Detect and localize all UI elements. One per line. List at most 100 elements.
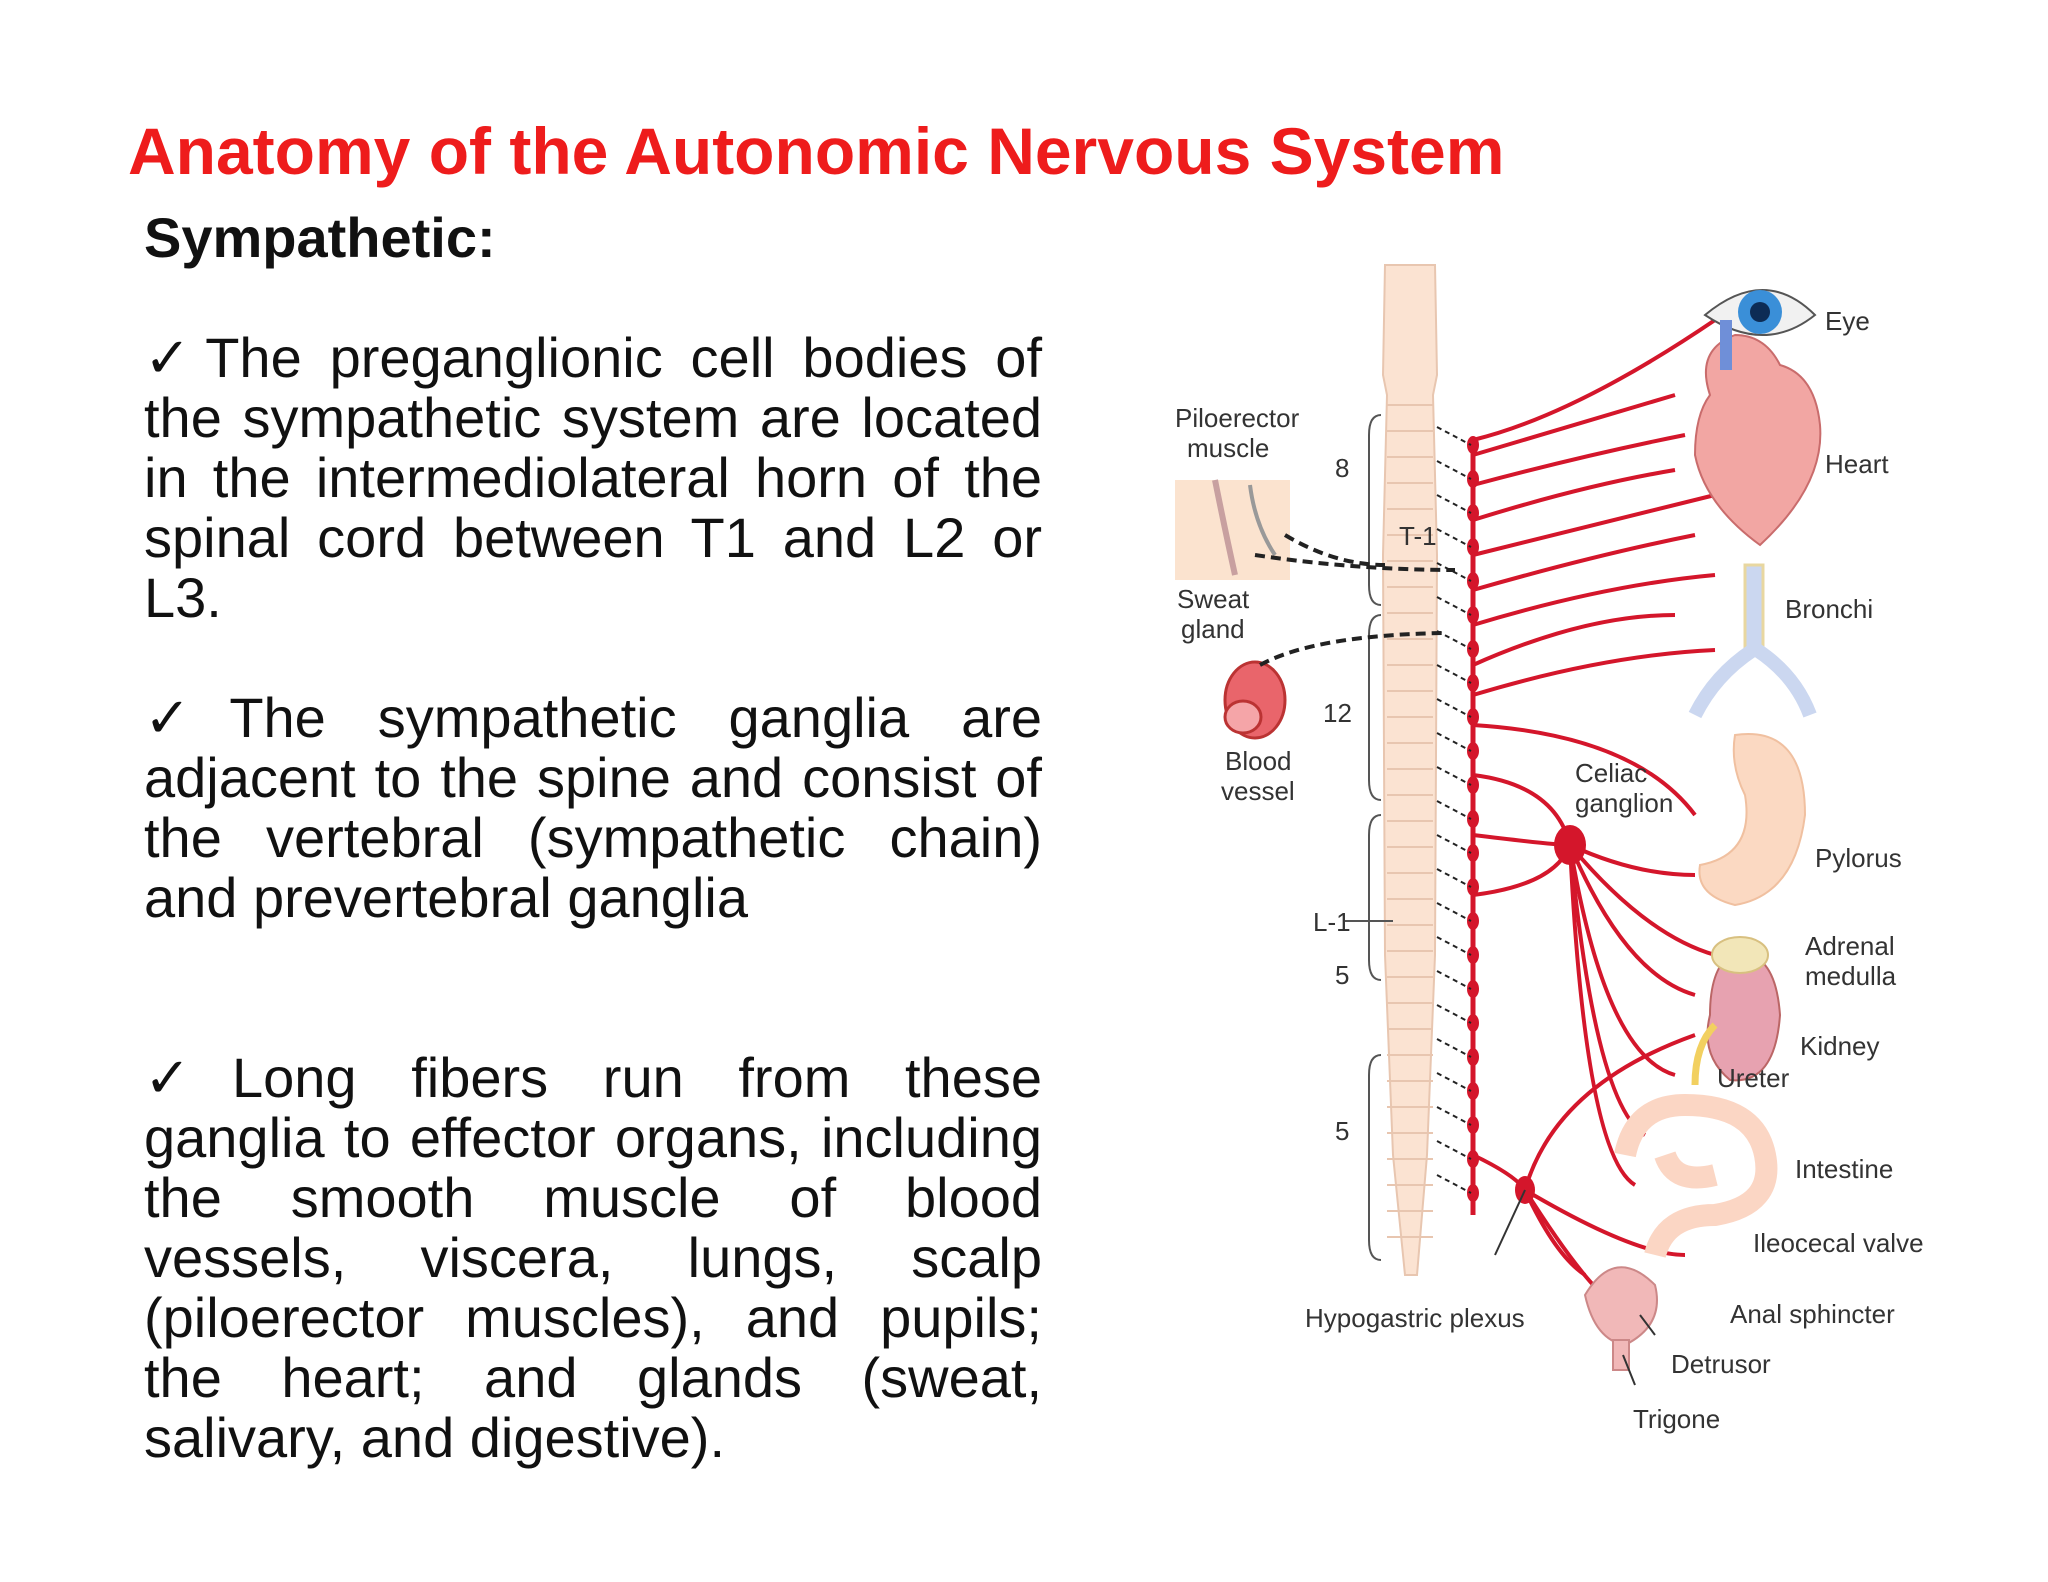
chain-ganglion <box>1467 1184 1479 1202</box>
bronchi-icon <box>1688 563 1817 719</box>
preganglionic-fiber <box>1436 664 1472 684</box>
checkmark-icon: ✓ <box>144 686 228 749</box>
section-heading: Sympathetic: <box>144 206 496 269</box>
celiac-ganglion <box>1554 825 1586 865</box>
preganglionic-fiber <box>1436 936 1472 956</box>
chain-ganglion <box>1467 674 1479 692</box>
piloerector-label-1: Piloerector <box>1175 403 1300 433</box>
chain-ganglion <box>1467 1048 1479 1066</box>
preganglionic-fiber <box>1436 1140 1472 1160</box>
chain-ganglion <box>1467 980 1479 998</box>
checkmark-icon: ✓ <box>144 326 204 389</box>
chain-ganglion <box>1467 810 1479 828</box>
preganglionic-fiber <box>1436 970 1472 990</box>
chain-ganglion <box>1467 946 1479 964</box>
chain-ganglion <box>1467 572 1479 590</box>
t1-label: T-1 <box>1399 521 1437 551</box>
intestine-label: Intestine <box>1795 1154 1893 1184</box>
preganglionic-fiber <box>1436 460 1472 480</box>
preganglionic-fiber <box>1436 1106 1472 1126</box>
bronchi-label: Bronchi <box>1785 594 1873 624</box>
kidney-label: Kidney <box>1800 1031 1880 1061</box>
anal-sphincter-label: Anal sphincter <box>1730 1299 1895 1329</box>
preganglionic-fiber <box>1436 630 1472 650</box>
sympathetic-anatomy-diagram: 8 12 L-1 5 5 T-1 Piloerector muscle Swea… <box>1175 264 1924 1434</box>
preganglionic-fiber <box>1436 1174 1472 1194</box>
preganglionic-fiber <box>1436 596 1472 616</box>
sweat-label-2: gland <box>1181 614 1245 644</box>
celiac-fibers <box>1568 843 1716 1187</box>
chain-ganglion <box>1467 1014 1479 1032</box>
segment-label-8: 8 <box>1335 453 1349 483</box>
celiac-label-2: ganglion <box>1575 788 1673 818</box>
preganglionic-fiber <box>1436 834 1472 854</box>
hypogastric-label: Hypogastric plexus <box>1305 1303 1525 1333</box>
detrusor-pointer <box>1639 1314 1656 1336</box>
preganglionic-fiber <box>1436 698 1472 718</box>
chain-ganglion <box>1467 776 1479 794</box>
preganglionic-fiber <box>1436 562 1472 582</box>
chain-ganglion <box>1467 538 1479 556</box>
blood-label-2: vessel <box>1221 776 1295 806</box>
segment-label-5a: 5 <box>1335 960 1349 990</box>
skin-illustration <box>1175 479 1290 580</box>
preganglionic-fiber <box>1436 1038 1472 1058</box>
preganglionic-fiber <box>1436 902 1472 922</box>
preganglionic-fiber <box>1436 732 1472 752</box>
trigone-pointer <box>1622 1354 1636 1386</box>
sweat-fiber <box>1254 553 1456 572</box>
preganglionic-fiber <box>1436 766 1472 786</box>
sympathetic-chain <box>1436 426 1479 1215</box>
trigone-label: Trigone <box>1633 1404 1720 1434</box>
bullet-text-3: Long fibers run from these ganglia to ef… <box>144 1046 1042 1469</box>
bullet-paragraph-3: ✓Long fibers run from these ganglia to e… <box>144 1048 1042 1468</box>
preganglionic-fiber <box>1436 868 1472 888</box>
spinal-column <box>1381 264 1439 1276</box>
chain-ganglion <box>1467 640 1479 658</box>
sweat-label-1: Sweat <box>1177 584 1250 614</box>
bullet-paragraph-1: ✓The preganglionic cell bodies of the sy… <box>144 328 1042 628</box>
bullet-text-2: The sympathetic ganglia are adjacent to … <box>144 686 1043 929</box>
bullet-text-1: The preganglionic cell bodies of the sym… <box>144 326 1043 629</box>
preganglionic-fiber <box>1436 528 1472 548</box>
kidney-icon <box>1691 936 1782 1086</box>
ileocecal-label: Ileocecal valve <box>1753 1228 1924 1258</box>
segment-label-l1: L-1 <box>1313 907 1351 937</box>
slide-title: Anatomy of the Autonomic Nervous System <box>128 114 1505 188</box>
chain-ganglion <box>1467 844 1479 862</box>
preganglionic-fiber <box>1436 426 1472 446</box>
preganglionic-fiber <box>1436 1072 1472 1092</box>
heart-label: Heart <box>1825 449 1889 479</box>
preganglionic-fiber <box>1436 800 1472 820</box>
bullet-paragraph-2: ✓The sympathetic ganglia are adjacent to… <box>144 688 1042 928</box>
chain-ganglion <box>1467 912 1479 930</box>
heart-icon <box>1693 320 1822 547</box>
segment-label-5b: 5 <box>1335 1116 1349 1146</box>
piloerector-label-2: muscle <box>1187 433 1269 463</box>
adrenal-label-1: Adrenal <box>1805 931 1895 961</box>
stomach-icon <box>1698 733 1807 907</box>
segment-braces <box>1345 414 1393 1261</box>
bladder-icon <box>1583 1266 1658 1371</box>
segment-label-12: 12 <box>1323 698 1352 728</box>
ureter-label: Ureter <box>1717 1063 1790 1093</box>
eye-label: Eye <box>1825 306 1870 336</box>
chain-ganglion <box>1467 606 1479 624</box>
blood-label-1: Blood <box>1225 746 1292 776</box>
chain-ganglion <box>1467 1116 1479 1134</box>
pylorus-label: Pylorus <box>1815 843 1902 873</box>
checkmark-icon: ✓ <box>144 1046 230 1109</box>
eye-icon <box>1703 289 1817 336</box>
intestine-icon <box>1614 1093 1778 1259</box>
blood-vessel-icon <box>1223 660 1287 740</box>
piloerector-fiber <box>1283 533 1386 567</box>
chain-ganglion <box>1467 742 1479 760</box>
chain-ganglion <box>1467 878 1479 896</box>
celiac-label-1: Celiac <box>1575 758 1647 788</box>
chain-ganglion <box>1467 708 1479 726</box>
preganglionic-fiber <box>1436 494 1472 514</box>
chain-ganglion <box>1467 1082 1479 1100</box>
adrenal-label-2: medulla <box>1805 961 1897 991</box>
preganglionic-fiber <box>1436 1004 1472 1024</box>
detrusor-label: Detrusor <box>1671 1349 1771 1379</box>
